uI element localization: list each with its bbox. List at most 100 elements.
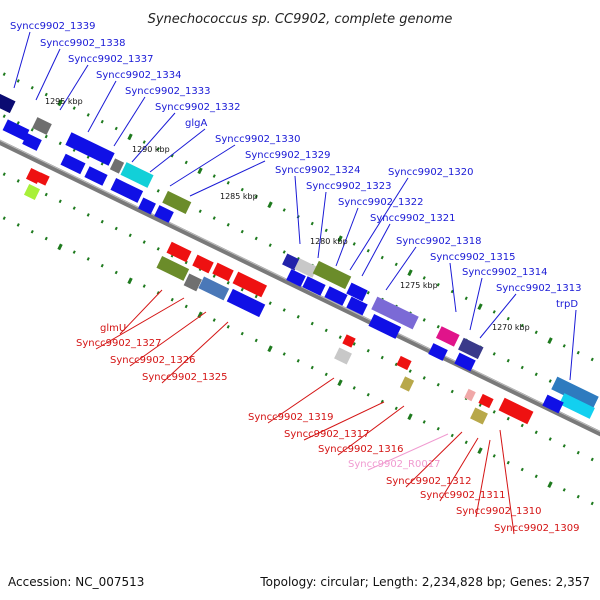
accession-text: Accession: NC_007513 [8,575,144,589]
gene-box[interactable] [156,256,190,281]
scale-dot [352,342,356,346]
gene-box[interactable] [551,376,599,410]
gene-box[interactable] [458,337,484,360]
forward-gene-label[interactable]: Syncc9902_1315 [430,252,516,263]
scale-dot [282,250,286,254]
forward-gene-label[interactable]: Syncc9902_1333 [125,86,211,97]
forward-gene-label[interactable]: Syncc9902_1332 [155,102,241,113]
scale-dot [562,488,566,492]
scale-dot [198,209,202,214]
gene-box[interactable] [346,296,368,316]
reverse-gene-label[interactable]: Syncc9902_1312 [386,476,472,487]
gene-box[interactable] [454,352,476,372]
gene-box[interactable] [60,153,86,175]
gene-box[interactable] [2,119,30,141]
gene-box[interactable] [109,158,125,174]
rna-gene-label[interactable]: Syncc9902_R0017 [348,459,440,470]
gene-box[interactable] [559,393,595,419]
gene-box[interactable] [232,271,268,298]
forward-gene-label[interactable]: Syncc9902_1338 [40,38,126,49]
gene-box[interactable] [294,258,318,278]
gene-box[interactable] [399,376,415,392]
gene-box[interactable] [154,205,174,223]
gene-box[interactable] [324,286,348,306]
gene-box[interactable] [32,117,52,135]
forward-gene-leader-line [449,262,457,313]
forward-gene-label[interactable]: glgA [185,118,207,129]
scale-dot [226,325,230,329]
gene-box[interactable] [84,166,108,186]
gene-box[interactable] [192,254,214,274]
forward-gene-label[interactable]: Syncc9902_1320 [388,167,474,178]
gene-box[interactable] [120,162,154,188]
gene-box[interactable] [542,394,564,414]
reverse-gene-label[interactable]: Syncc9902_1325 [142,372,228,383]
gene-box[interactable] [166,241,192,263]
gene-box[interactable] [371,296,419,330]
reverse-gene-label[interactable]: Syncc9902_1326 [110,355,196,366]
reverse-gene-label[interactable]: Syncc9902_1316 [318,444,404,455]
forward-gene-label[interactable]: Syncc9902_1324 [275,165,361,176]
gene-box[interactable] [36,172,50,186]
gene-box[interactable] [342,334,356,348]
gene-box[interactable] [183,273,202,292]
gene-box[interactable] [478,393,494,409]
forward-gene-label[interactable]: Syncc9902_1314 [462,267,548,278]
forward-gene-label[interactable]: Syncc9902_1323 [306,181,392,192]
gene-box[interactable] [0,91,16,114]
scale-dot [44,192,48,197]
reverse-gene-label[interactable]: Syncc9902_1311 [420,490,506,501]
reverse-gene-label[interactable]: Syncc9902_1309 [494,523,580,534]
scale-dot [520,365,524,370]
gene-box[interactable] [498,397,534,425]
gene-box[interactable] [282,253,300,271]
gene-box[interactable] [368,314,402,339]
gene-box[interactable] [470,407,488,425]
reverse-gene-label[interactable]: Syncc9902_1319 [248,412,334,423]
forward-gene-label[interactable]: Syncc9902_1322 [338,197,424,208]
forward-gene-label[interactable]: Syncc9902_1329 [245,150,331,161]
scale-dot [422,420,426,424]
scale-dot [197,167,203,175]
scale-dot [114,226,118,231]
reverse-gene-label[interactable]: Syncc9902_1317 [284,429,370,440]
scale-dot [366,348,370,353]
gene-box[interactable] [162,190,192,214]
gene-box[interactable] [110,178,144,203]
forward-gene-label[interactable]: Syncc9902_1337 [68,54,154,65]
gene-box[interactable] [428,343,448,361]
scale-dot [156,291,160,295]
gene-box[interactable] [198,276,230,301]
forward-gene-label[interactable]: trpD [556,299,578,310]
scale-dot [170,297,174,302]
gene-box[interactable] [435,326,460,347]
forward-gene-label[interactable]: Syncc9902_1321 [370,213,456,224]
gene-box[interactable] [226,288,266,318]
gene-box[interactable] [65,132,115,166]
gene-box[interactable] [464,388,476,402]
gene-box[interactable] [396,355,412,371]
coordinate-tick-label: 1280 kbp [310,237,348,246]
forward-gene-label[interactable]: Syncc9902_1339 [10,21,96,32]
gene-box[interactable] [23,183,41,201]
scale-dot [142,140,146,144]
reverse-gene-label[interactable]: glmU [100,323,126,334]
gene-box[interactable] [334,347,352,365]
gene-box[interactable] [302,276,326,296]
gene-box[interactable] [212,262,234,282]
reverse-gene-label[interactable]: Syncc9902_1327 [76,338,162,349]
forward-gene-leader-line [385,246,417,291]
gene-box[interactable] [286,269,306,287]
forward-gene-label[interactable]: Syncc9902_1334 [96,70,182,81]
gene-box[interactable] [312,260,352,290]
forward-gene-label[interactable]: Syncc9902_1330 [215,134,301,145]
gene-box[interactable] [138,197,156,215]
reverse-gene-label[interactable]: Syncc9902_1310 [456,506,542,517]
forward-gene-label[interactable]: Syncc9902_1313 [496,283,582,294]
gene-box[interactable] [22,133,42,151]
scale-dot [450,389,454,394]
gene-box[interactable] [346,282,368,302]
forward-gene-label[interactable]: Syncc9902_1318 [396,236,482,247]
scale-dot [212,216,216,220]
reverse-gene-leader-line [405,431,463,488]
